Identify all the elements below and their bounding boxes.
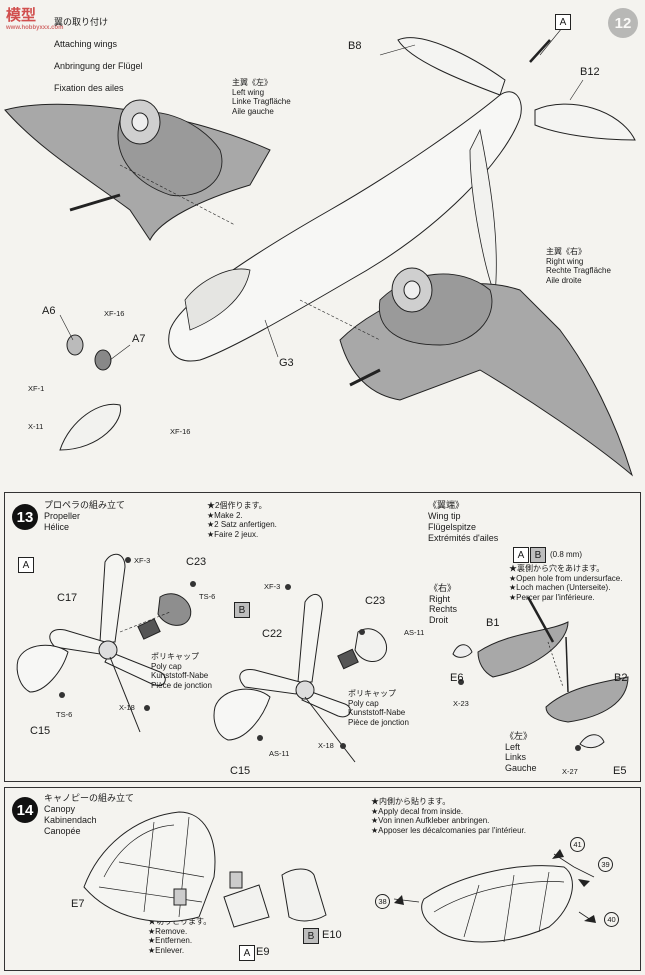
drill-b-label: B — [530, 547, 546, 563]
step13-panel — [4, 492, 641, 782]
step14-badge: 14 — [12, 797, 38, 823]
part-b8: B8 — [348, 40, 362, 52]
decal-38: 38 — [375, 894, 390, 909]
code-x18-b: X-18 — [318, 741, 334, 750]
code-ts6-b: TS-6 — [56, 710, 73, 719]
set-b-label: B — [234, 602, 250, 618]
right-wing-label: 主翼《右》 Right wing Rechte Tragfläche Aile … — [546, 247, 611, 285]
code-xf16-b: XF-16 — [170, 427, 191, 436]
part-a6: A6 — [42, 305, 56, 317]
drill-size: (0.8 mm) — [550, 550, 582, 559]
step13-badge: 13 — [12, 504, 38, 530]
code-as11-b: AS-11 — [269, 749, 290, 758]
code-x18-a: X-18 — [119, 703, 135, 712]
tailplane-left — [397, 37, 506, 96]
part-e7: E7 — [71, 898, 85, 910]
part-c15-b: C15 — [230, 765, 251, 777]
left-wing-label: 主翼《左》 Left wing Linke Tragfläche Aile ga… — [232, 78, 291, 116]
step13-make2: ★2個作ります。 ★Make 2. ★2 Satz anfertigen. ★F… — [207, 501, 277, 539]
part-e5: E5 — [613, 765, 627, 777]
step14-canopy-diagram — [83, 811, 596, 943]
right-tip-label: 《右》 Right Rechts Droit — [429, 583, 458, 625]
part-c23-b: C23 — [365, 595, 386, 607]
code-xf3-a: XF-3 — [134, 556, 151, 565]
step13-propeller-diagram — [16, 553, 388, 763]
code-x27: X-27 — [562, 767, 578, 776]
fuselage — [168, 91, 522, 362]
step-number-badge: 12 — [608, 8, 638, 38]
step12-diagram — [4, 27, 636, 477]
code-ts6-a: TS-6 — [199, 592, 216, 601]
tailplane-right — [534, 103, 636, 141]
step13-title: プロペラの組み立て Propeller Hélice — [44, 500, 126, 532]
code-x11: X-11 — [28, 422, 44, 431]
decal-41: 41 — [570, 837, 585, 852]
decal-40: 40 — [604, 912, 619, 927]
part-set-b: B — [303, 928, 319, 944]
part-e10: E10 — [322, 929, 342, 941]
part-set-a: A — [239, 945, 255, 961]
part-g3: G3 — [279, 357, 294, 369]
set-a-label: A — [18, 557, 34, 573]
code-xf16-a: XF-16 — [104, 309, 125, 318]
decal-39: 39 — [598, 857, 613, 872]
decal-instruction: ★内側から貼ります。 ★Apply decal from inside. ★Vo… — [371, 797, 526, 835]
wingtip-title: 《翼端》 Wing tip Flügelspitze Extrémités d'… — [428, 500, 499, 543]
code-as11-a: AS-11 — [404, 628, 425, 637]
step14-title: キャノピーの組み立て Canopy Kabinendach Canopée — [44, 793, 135, 836]
part-b2: B2 — [614, 672, 628, 684]
part-e9: E9 — [256, 946, 270, 958]
part-c22: C22 — [262, 628, 283, 640]
part-c17: C17 — [57, 592, 78, 604]
wingtip-diagram — [452, 596, 629, 751]
polycap-a-label: ポリキャップ Poly cap Kunststoff-Nabe Pièce de… — [151, 652, 212, 690]
step12-title: 翼の取り付け Attaching wings Anbringung der Fl… — [54, 17, 143, 93]
left-tip-label: 《左》 Left Links Gauche — [505, 731, 537, 773]
part-b12: B12 — [580, 66, 600, 78]
part-b1: B1 — [486, 617, 500, 629]
part-e6: E6 — [450, 672, 464, 684]
step14-panel — [4, 787, 641, 971]
part-a7: A7 — [132, 333, 146, 345]
drill-a-label: A — [513, 547, 529, 563]
drill-text: ★裏側から穴をあけます。 ★Open hole from undersurfac… — [509, 564, 623, 602]
polycap-b-label: ポリキャップ Poly cap Kunststoff-Nabe Pièce de… — [348, 689, 409, 727]
code-x23: X-23 — [453, 699, 469, 708]
code-xf3-b: XF-3 — [264, 582, 281, 591]
part-c15-a: C15 — [30, 725, 51, 737]
part-a-label: A — [555, 14, 571, 30]
code-xf1: XF-1 — [28, 384, 45, 393]
part-c23-a: C23 — [186, 556, 207, 568]
cut-instruction: ★切りとります。 ★Remove. ★Entfernen. ★Enlever. — [148, 917, 212, 955]
watermark: 模型 www.hobbyxxx.com — [6, 7, 64, 31]
